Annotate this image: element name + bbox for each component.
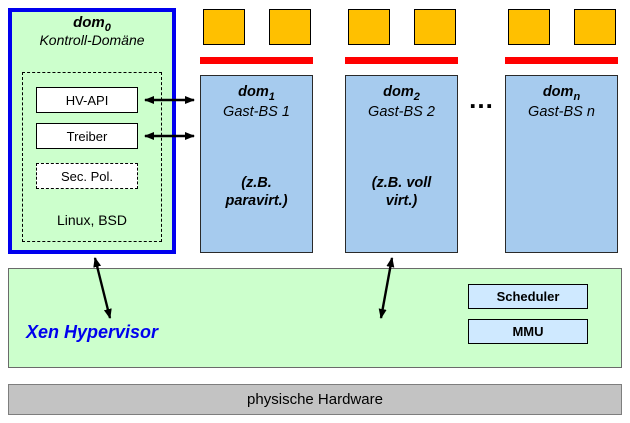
dom1-box: dom1 Gast-BS 1 (z.B. paravirt.) [200, 75, 313, 253]
hv-api-box: HV-API [36, 87, 138, 113]
guest-title: dom2 Gast-BS 2 [346, 84, 457, 120]
guest-note: (z.B. voll virt.) [371, 175, 432, 210]
guest-subscript: 1 [268, 90, 275, 103]
mmu-box: MMU [468, 319, 588, 344]
dom0-os-label: Linux, BSD [56, 212, 128, 228]
guest-name-text: dom [383, 84, 414, 100]
guest-name: dom2 [383, 84, 420, 103]
guest-name-text: dom [542, 84, 574, 100]
hypervisor-box [8, 268, 622, 368]
app-square [203, 9, 245, 45]
app-square [269, 9, 311, 45]
guest-title: dom1 Gast-BS 1 [201, 84, 312, 120]
guest-os-label: Gast-BS 2 [368, 103, 435, 120]
guest-name: dom1 [238, 84, 275, 103]
guest-os-label: Gast-BS 1 [223, 103, 290, 120]
app-square [414, 9, 456, 45]
domn-box: domn Gast-BS n [505, 75, 618, 253]
hypervisor-title: Xen Hypervisor [26, 322, 159, 342]
app-square [508, 9, 550, 45]
dom0-inner-dashed-box [22, 72, 162, 242]
treiber-box: Treiber [36, 123, 138, 149]
scheduler-box: Scheduler [468, 284, 588, 309]
dom0-title: dom0 [8, 14, 176, 34]
guest-title: domn Gast-BS n [506, 84, 617, 120]
red-divider-bar [505, 57, 618, 64]
guest-name-text: dom [238, 84, 269, 100]
guest-note: (z.B. paravirt.) [225, 175, 288, 210]
red-divider-bar [345, 57, 458, 64]
hardware-label: physische Hardware [247, 391, 383, 408]
guest-name: domn [542, 84, 581, 103]
red-divider-bar [200, 57, 313, 64]
dom0-subscript: 0 [104, 22, 111, 34]
hardware-box: physische Hardware [8, 384, 622, 415]
app-square [574, 9, 616, 45]
dom2-box: dom2 Gast-BS 2 (z.B. voll virt.) [345, 75, 458, 253]
sec-pol-box: Sec. Pol. [36, 163, 138, 189]
guest-os-label: Gast-BS n [528, 103, 595, 120]
guest-subscript: n [573, 90, 581, 103]
app-square [348, 9, 390, 45]
guest-subscript: 2 [413, 90, 420, 103]
guests-ellipsis: ... [469, 84, 494, 114]
dom0-subtitle: Kontroll-Domäne [39, 32, 145, 48]
dom0-name: dom [73, 14, 105, 31]
